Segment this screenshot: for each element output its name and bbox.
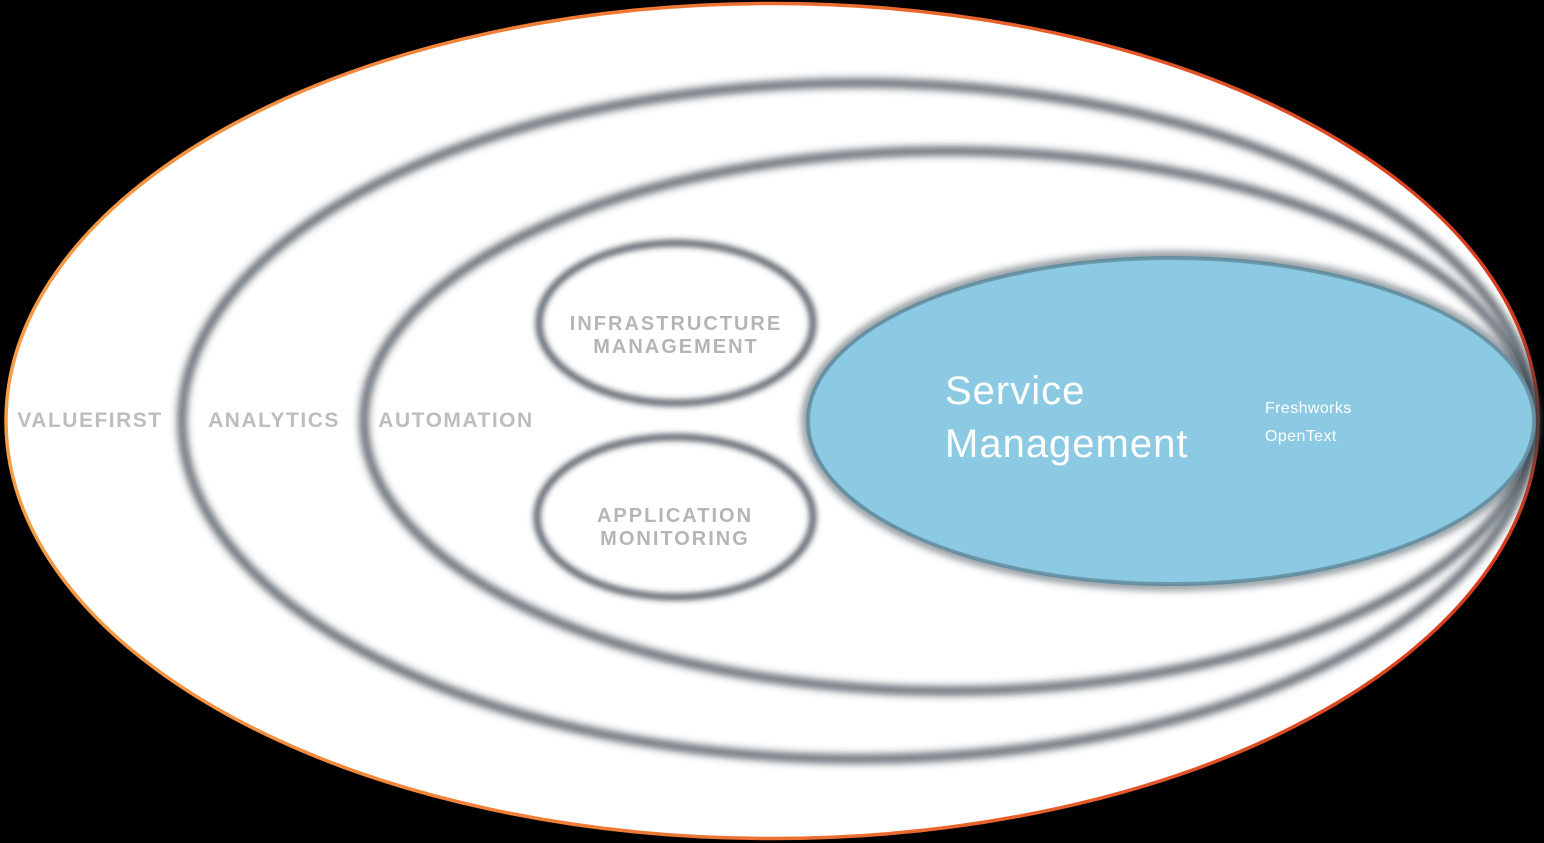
infrastructure-ellipse [539, 243, 813, 403]
infrastructure-label-line1: INFRASTRUCTURE [570, 313, 782, 335]
analytics-label: ANALYTICS [208, 409, 340, 432]
application-label-line1: APPLICATION [597, 505, 753, 527]
vendor-freshworks: Freshworks [1265, 400, 1352, 417]
infrastructure-label-line2: MANAGEMENT [593, 336, 759, 358]
application-ellipse [537, 437, 813, 597]
application-ellipse-edge [534, 434, 816, 600]
automation-label: AUTOMATION [378, 409, 533, 432]
service-management-ellipse-edge [803, 253, 1539, 589]
vendor-opentext: OpenText [1265, 428, 1337, 445]
application-label-line2: MONITORING [600, 528, 750, 550]
ellipse-infrastructure-management [536, 240, 816, 406]
infrastructure-ellipse-edge [536, 240, 816, 406]
service-management-ellipse-fill-top [810, 260, 1532, 582]
service-management-title-line1: Service [945, 369, 1085, 413]
ellipse-service-management [803, 253, 1539, 589]
valuefirst-label: VALUEFIRST [17, 409, 162, 432]
service-management-title-line2: Management [945, 422, 1188, 466]
ellipse-application-monitoring [534, 434, 816, 600]
